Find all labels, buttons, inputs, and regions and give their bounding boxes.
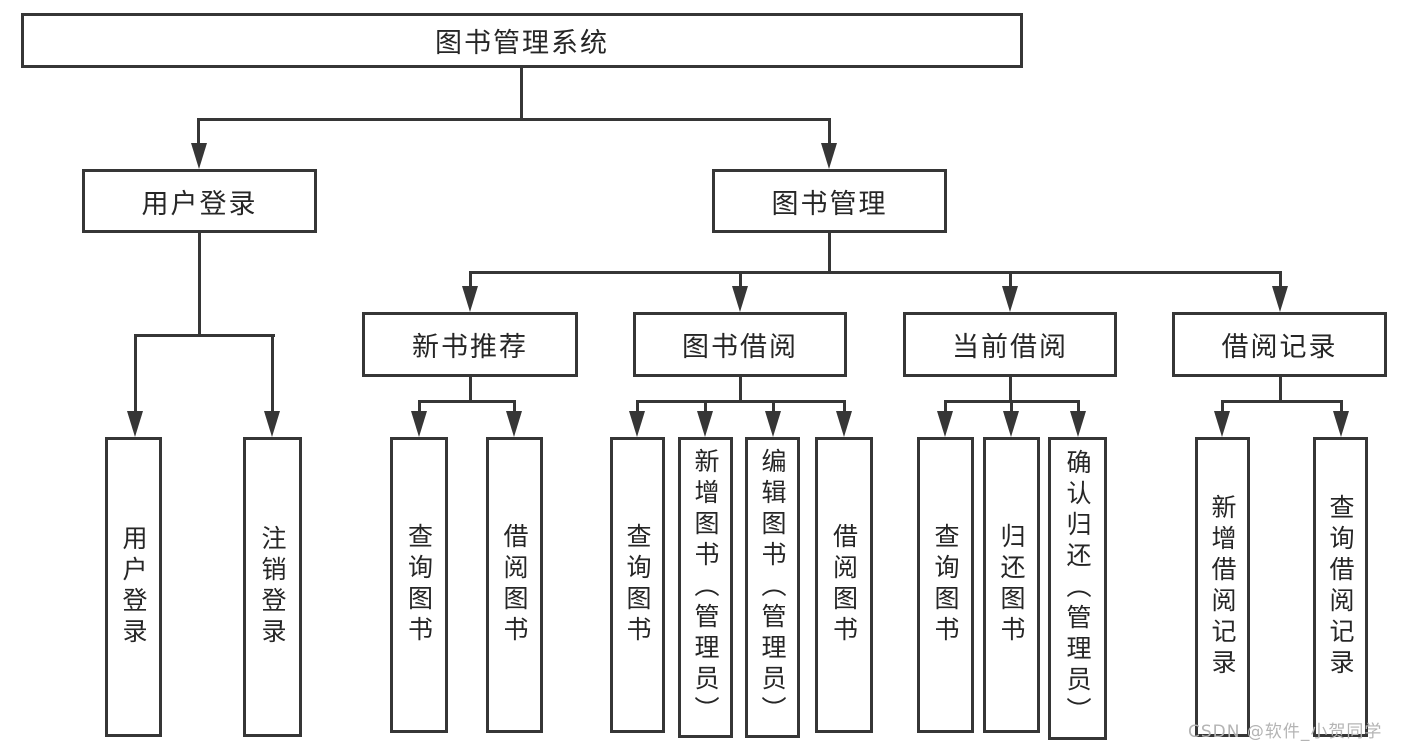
connector-mgmt-hline xyxy=(469,271,1282,274)
connector-mgmt-drop-3 xyxy=(1009,271,1012,288)
leaf-query-books-borrowing: 查询图书 xyxy=(610,437,665,733)
arrowhead-down-icon xyxy=(1272,286,1288,312)
connector-groupD-drop-1 xyxy=(1221,400,1224,413)
connector-groupB-drop-2 xyxy=(704,400,707,413)
node-new-book-recommend: 新书推荐 xyxy=(362,312,578,377)
connector-groupB-drop-1 xyxy=(636,400,639,413)
connector-groupD-stub xyxy=(1279,377,1282,403)
arrowhead-down-icon xyxy=(732,286,748,312)
connector-login-hline xyxy=(134,334,275,337)
connector-root-drop-right xyxy=(828,118,831,146)
node-user-login: 用户登录 xyxy=(82,169,317,233)
connector-root-drop-left xyxy=(197,118,200,146)
connector-groupA-hline xyxy=(418,400,516,403)
connector-mgmt-drop-4 xyxy=(1279,271,1282,288)
arrowhead-down-icon xyxy=(821,143,837,169)
node-current-borrowing: 当前借阅 xyxy=(903,312,1117,377)
arrowhead-down-icon xyxy=(411,411,427,437)
connector-login-stub xyxy=(198,233,201,337)
connector-mgmt-stub xyxy=(828,233,831,274)
connector-root-hline xyxy=(197,118,831,121)
connector-groupA-drop-1 xyxy=(418,400,421,413)
leaf-confirm-return-admin: 确认归还（管理员） xyxy=(1048,437,1107,740)
leaf-edit-books-admin: 编辑图书（管理员） xyxy=(745,437,800,738)
arrowhead-down-icon xyxy=(937,411,953,437)
connector-groupD-drop-2 xyxy=(1340,400,1343,413)
node-book-management: 图书管理 xyxy=(712,169,947,233)
leaf-user-login: 用户登录 xyxy=(105,437,162,737)
arrowhead-down-icon xyxy=(1070,411,1086,437)
arrowhead-down-icon xyxy=(127,411,143,437)
arrowhead-down-icon xyxy=(1333,411,1349,437)
leaf-borrow-books: 借阅图书 xyxy=(815,437,873,733)
leaf-logout: 注销登录 xyxy=(243,437,302,737)
arrowhead-down-icon xyxy=(629,411,645,437)
arrowhead-down-icon xyxy=(462,286,478,312)
connector-groupC-drop-2 xyxy=(1010,400,1013,413)
leaf-query-borrow-record: 查询借阅记录 xyxy=(1313,437,1368,737)
connector-groupB-stub xyxy=(739,377,742,403)
arrowhead-down-icon xyxy=(697,411,713,437)
connector-login-drop-1 xyxy=(134,334,137,413)
leaf-add-books-admin: 新增图书（管理员） xyxy=(678,437,733,738)
connector-login-drop-2 xyxy=(271,334,274,413)
arrowhead-down-icon xyxy=(264,411,280,437)
connector-groupB-drop-3 xyxy=(772,400,775,413)
node-library-management-system: 图书管理系统 xyxy=(21,13,1023,68)
connector-groupC-drop-3 xyxy=(1077,400,1080,413)
leaf-return-books: 归还图书 xyxy=(983,437,1040,733)
connector-groupB-hline xyxy=(636,400,846,403)
connector-root-stub xyxy=(520,68,523,120)
connector-mgmt-drop-2 xyxy=(739,271,742,288)
leaf-add-borrow-record: 新增借阅记录 xyxy=(1195,437,1250,737)
arrowhead-down-icon xyxy=(191,143,207,169)
leaf-query-books-recommend: 查询图书 xyxy=(390,437,448,733)
leaf-borrow-books-recommend: 借阅图书 xyxy=(486,437,543,733)
connector-groupB-drop-4 xyxy=(843,400,846,413)
arrowhead-down-icon xyxy=(765,411,781,437)
connector-groupC-drop-1 xyxy=(944,400,947,413)
csdn-watermark: CSDN @软件_小贺同学 xyxy=(1188,722,1383,742)
connector-groupA-stub xyxy=(469,377,472,403)
connector-groupC-stub xyxy=(1009,377,1012,403)
node-book-borrowing: 图书借阅 xyxy=(633,312,847,377)
node-borrowing-records: 借阅记录 xyxy=(1172,312,1387,377)
arrowhead-down-icon xyxy=(1214,411,1230,437)
arrowhead-down-icon xyxy=(506,411,522,437)
connector-groupA-drop-2 xyxy=(513,400,516,413)
connector-mgmt-drop-1 xyxy=(469,271,472,288)
leaf-query-books-current: 查询图书 xyxy=(917,437,974,733)
arrowhead-down-icon xyxy=(1003,411,1019,437)
connector-groupD-hline xyxy=(1221,400,1343,403)
arrowhead-down-icon xyxy=(1002,286,1018,312)
arrowhead-down-icon xyxy=(836,411,852,437)
